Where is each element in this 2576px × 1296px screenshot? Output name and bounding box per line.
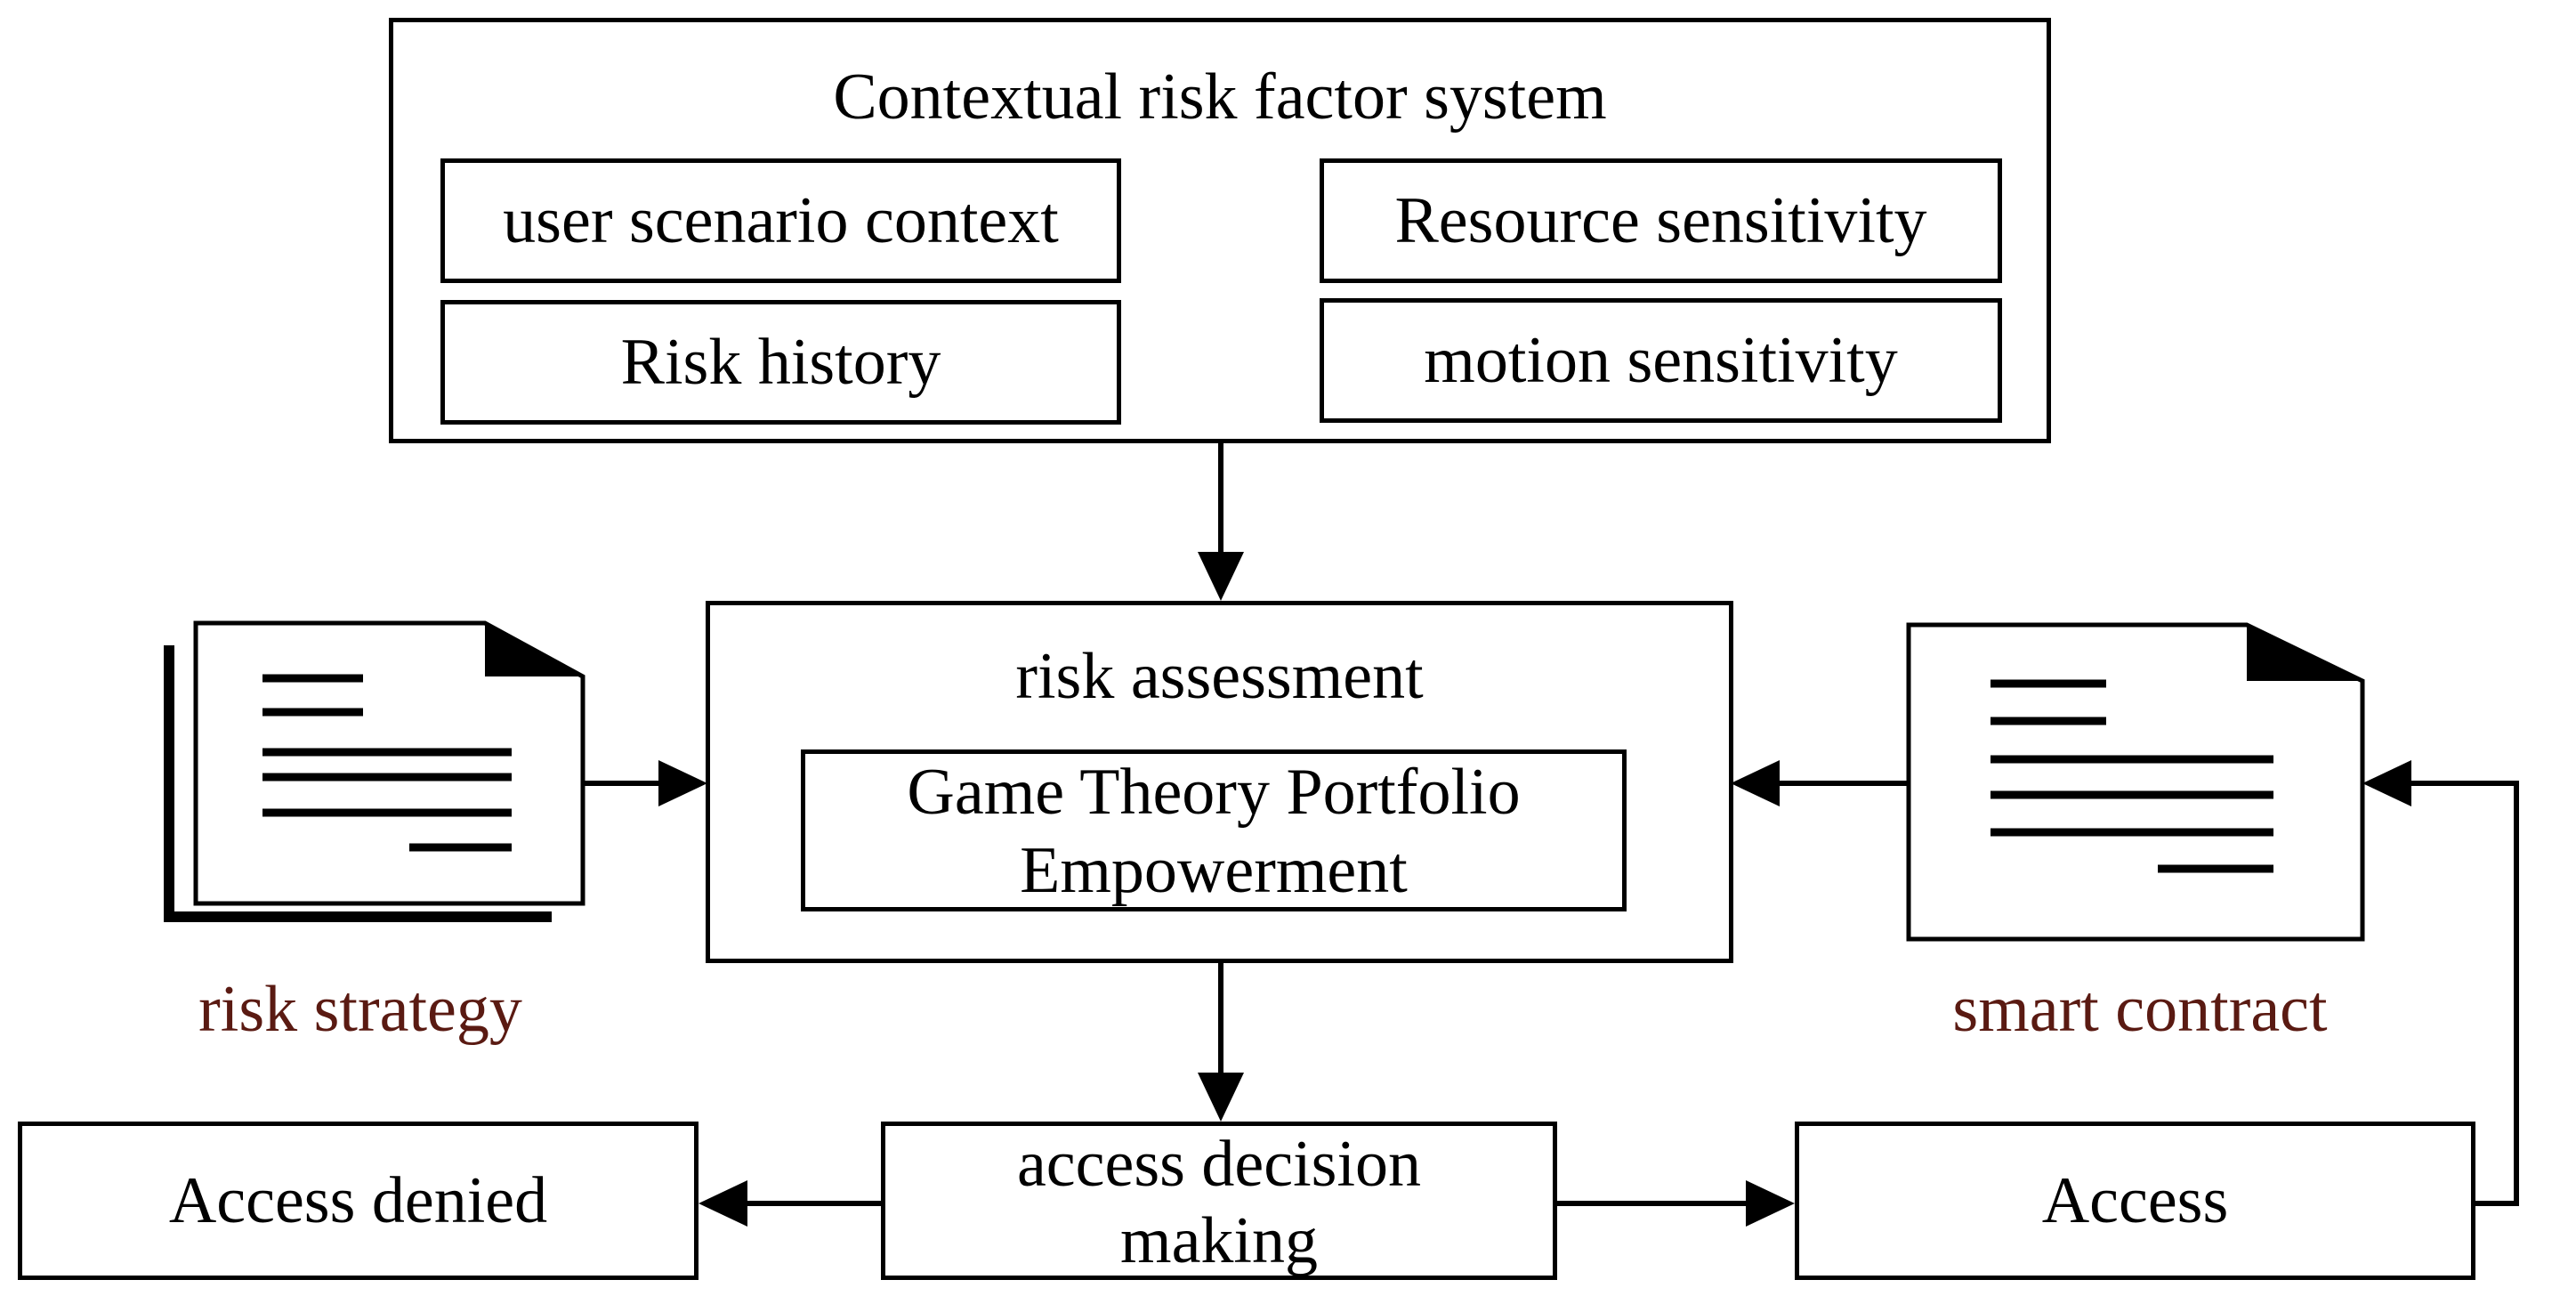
game-theory-box	[801, 749, 1627, 911]
factor-risk-history: Risk history	[620, 326, 941, 399]
arrow-decision-to-denied	[699, 1180, 881, 1227]
game-theory-line1: Game Theory Portfolio	[907, 756, 1521, 829]
factor-motion-sensitivity-box	[1320, 298, 2002, 423]
access-denied-label: Access denied	[168, 1164, 548, 1237]
risk-assessment-title: risk assessment	[1015, 640, 1424, 713]
decision-line2: making	[1120, 1204, 1318, 1277]
arrow-assessment-to-decision	[1198, 963, 1244, 1122]
access-box	[1795, 1122, 2475, 1280]
factor-user-scenario-box	[440, 158, 1121, 283]
arrow-decision-to-access	[1557, 1180, 1795, 1227]
decision-line1: access decision	[1016, 1128, 1422, 1201]
access-label: Access	[2041, 1164, 2229, 1237]
access-denied-box	[18, 1122, 699, 1280]
factor-resource-sensitivity-box	[1320, 158, 2002, 283]
context-system-title: Contextual risk factor system	[833, 61, 1607, 134]
arrow-access-to-contract	[2362, 760, 2519, 1206]
factor-motion-sensitivity: motion sensitivity	[1424, 324, 1898, 397]
decision-box	[881, 1122, 1557, 1280]
arrow-contract-to-assessment	[1731, 760, 1909, 806]
factor-user-scenario: user scenario context	[503, 184, 1059, 257]
document-stack-icon	[164, 620, 585, 922]
factor-risk-history-box	[440, 300, 1121, 425]
smart-contract-caption: smart contract	[1952, 973, 2328, 1046]
factor-resource-sensitivity: Resource sensitivity	[1394, 184, 1927, 257]
arrow-strategy-to-assessment	[583, 760, 707, 806]
risk-strategy-caption: risk strategy	[198, 973, 522, 1046]
document-icon	[1906, 622, 2365, 942]
arrow-context-to-assessment	[1198, 443, 1244, 601]
game-theory-line2: Empowerment	[1020, 834, 1408, 907]
